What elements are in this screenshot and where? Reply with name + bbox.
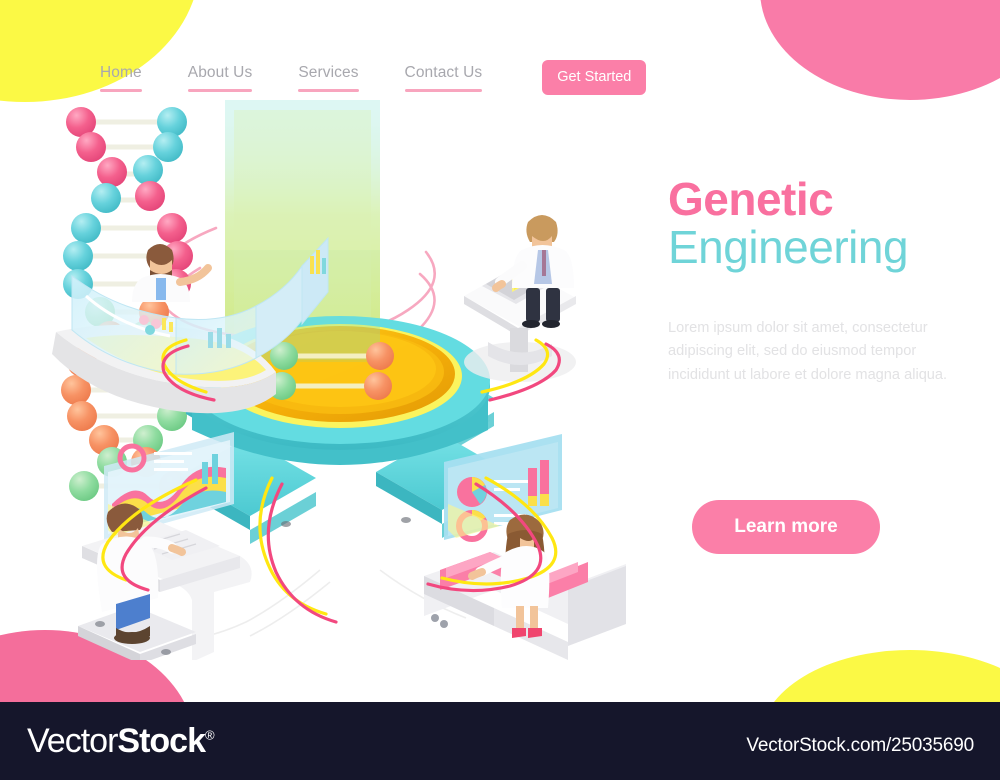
vectorstock-logo: VectorStock® (27, 722, 215, 761)
hero-title-line-1: Genetic (668, 173, 834, 225)
decor-blob-top-right (760, 0, 1000, 100)
dna-inside-chamber (268, 342, 394, 400)
podium-station (464, 215, 576, 382)
main-navigation: Home About Us Services Contact Us Get St… (100, 60, 647, 95)
scientist-podium (492, 215, 574, 328)
nav-item-about-us[interactable]: About Us (187, 64, 253, 92)
hero-title-line-2: Engineering (668, 220, 909, 273)
hero-body-text: Lorem ipsum dolor sit amet, consectetur … (668, 319, 948, 383)
scientist-console (468, 514, 550, 638)
logo-bold-part: Stock (117, 722, 206, 760)
get-started-button[interactable]: Get Started (542, 60, 647, 95)
scientist-curved-screens (132, 244, 212, 302)
watermark-bar: VectorStock® VectorStock.com/25035690 (0, 702, 1000, 780)
genetic-engineering-illustration (20, 100, 660, 660)
curved-glass-screens (71, 236, 329, 375)
learn-more-button[interactable]: Learn more (692, 500, 880, 554)
nav-item-home[interactable]: Home (100, 64, 142, 92)
watermark-url: VectorStock.com/25035690 (746, 735, 974, 756)
registered-mark-icon: ® (204, 727, 215, 743)
logo-light-part: Vector (27, 722, 118, 760)
scientist-desk (97, 503, 186, 644)
cables (101, 338, 561, 624)
nav-item-contact-us[interactable]: Contact Us (404, 64, 483, 92)
nav-item-services[interactable]: Services (298, 64, 359, 92)
dashboard-station (424, 434, 626, 660)
hero-text-block: Genetic Engineering Lorem ipsum dolor si… (668, 176, 968, 388)
